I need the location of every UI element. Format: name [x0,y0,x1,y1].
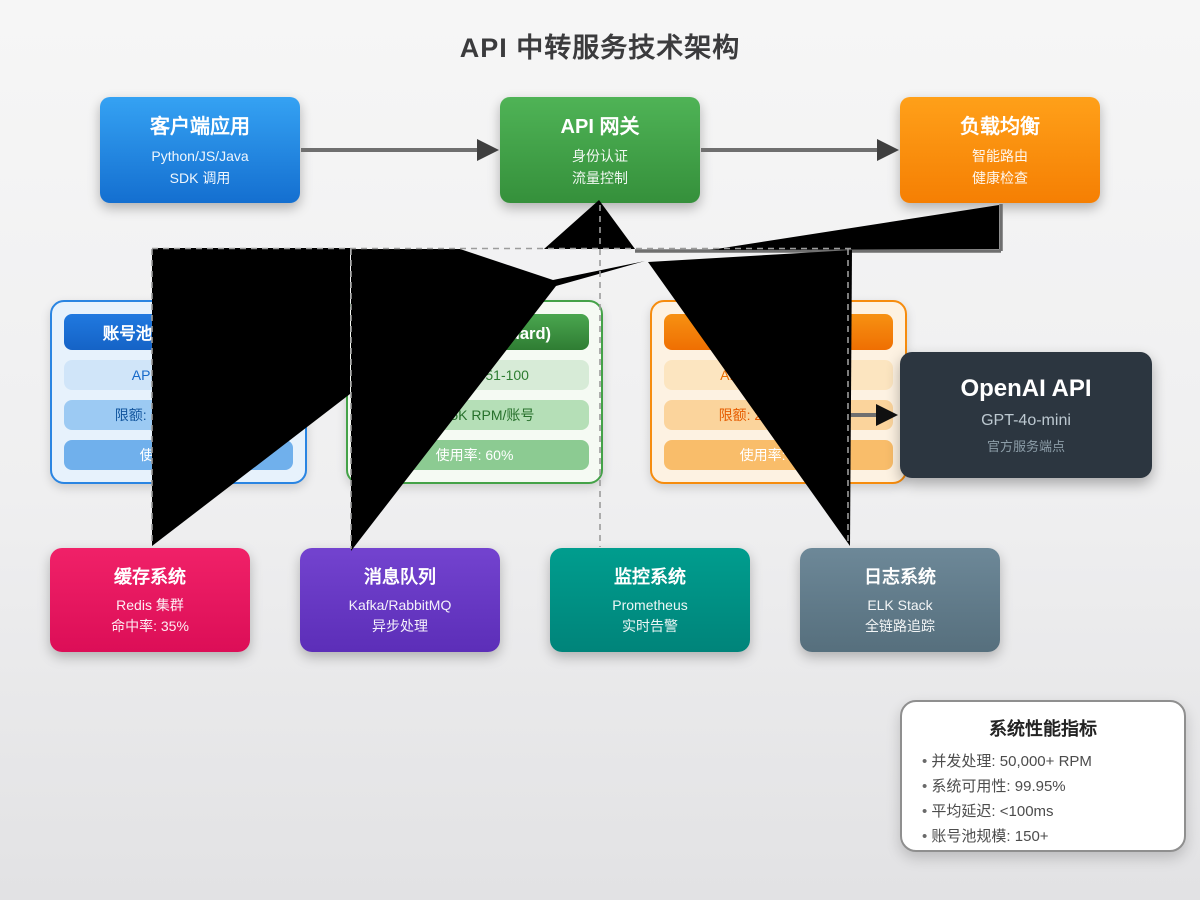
node-title: API 网关 [560,116,640,139]
pool-row: API Keys: 101-150 [664,360,893,390]
pool-row: API Keys: 1-50 [64,360,293,390]
pool-row: 使用率: 60% [360,440,589,470]
node-line: 异步处理 [372,618,428,634]
node-line: 命中率: 35% [111,618,189,634]
node-line: Python/JS/Java [151,148,249,165]
node-log-system: 日志系统 ELK Stack 全链路追踪 [800,548,1000,652]
node-title: 日志系统 [864,567,936,587]
pool-b-header: 账号池 B (Standard) [360,314,589,350]
node-title: 负载均衡 [960,116,1040,139]
node-line: Prometheus [612,597,688,613]
pool-row: 限额: 2K RPM/账号 [664,400,893,430]
pool-row: 限额: 10K RPM/账号 [64,400,293,430]
arrowhead-icon [477,139,499,161]
openai-caption: 官方服务端点 [986,439,1065,454]
pool-row: API Keys: 51-100 [360,360,589,390]
metrics-panel: 系统性能指标 并发处理: 50,000+ RPM 系统可用性: 99.95% 平… [900,700,1186,852]
openai-title: OpenAI API [960,375,1092,402]
pool-a-header: 账号池 A (Premium) [64,314,293,350]
node-line: 健康检查 [972,170,1028,186]
node-message-queue: 消息队列 Kafka/RabbitMQ 异步处理 [300,548,500,652]
node-line: 全链路追踪 [865,618,935,634]
node-line: 智能路由 [972,148,1028,165]
node-line: 身份认证 [572,148,628,165]
pool-row: 限额: 5K RPM/账号 [360,400,589,430]
node-load-balancer: 负载均衡 智能路由 健康检查 [900,97,1100,203]
metric-item: 并发处理: 50,000+ RPM [922,749,1184,774]
pool-a-group: 账号池 A (Premium) API Keys: 1-50 限额: 10K R… [50,300,307,484]
pool-c-group: 账号池 C (Basic) API Keys: 101-150 限额: 2K R… [650,300,907,484]
node-monitor-system: 监控系统 Prometheus 实时告警 [550,548,750,652]
openai-model: GPT-4o-mini [981,412,1071,429]
pool-b-group: 账号池 B (Standard) API Keys: 51-100 限额: 5K… [346,300,603,484]
metric-item: 账号池规模: 150+ [922,824,1184,849]
metric-item: 系统可用性: 99.95% [922,774,1184,799]
node-title: 客户端应用 [150,116,250,139]
node-title: 缓存系统 [114,567,186,587]
node-api-gateway: API 网关 身份认证 流量控制 [500,97,700,203]
metrics-list: 并发处理: 50,000+ RPM 系统可用性: 99.95% 平均延迟: <1… [902,749,1184,849]
glitch-arrowhead-gateway [544,200,635,249]
arrowhead-icon [877,139,899,161]
node-line: SDK 调用 [169,170,231,186]
node-line: 流量控制 [572,170,628,186]
pool-row: 使用率: 85% [64,440,293,470]
node-line: Kafka/RabbitMQ [348,597,452,613]
node-line: Redis 集群 [116,597,184,613]
node-cache-system: 缓存系统 Redis 集群 命中率: 35% [50,548,250,652]
pool-c-header: 账号池 C (Basic) [664,314,893,350]
node-title: 监控系统 [614,567,686,587]
node-client-app: 客户端应用 Python/JS/Java SDK 调用 [100,97,300,203]
diagram-title: API 中转服务技术架构 [459,33,741,63]
metric-item: 平均延迟: <100ms [922,799,1184,824]
glitch-arrowhead-lb [710,205,999,250]
node-line: 实时告警 [622,618,678,634]
node-openai-api: OpenAI API GPT-4o-mini 官方服务端点 [900,352,1152,478]
metrics-title: 系统性能指标 [989,719,1097,739]
node-line: ELK Stack [867,597,933,613]
pool-row: 使用率: 45% [664,440,893,470]
node-title: 消息队列 [364,567,436,587]
